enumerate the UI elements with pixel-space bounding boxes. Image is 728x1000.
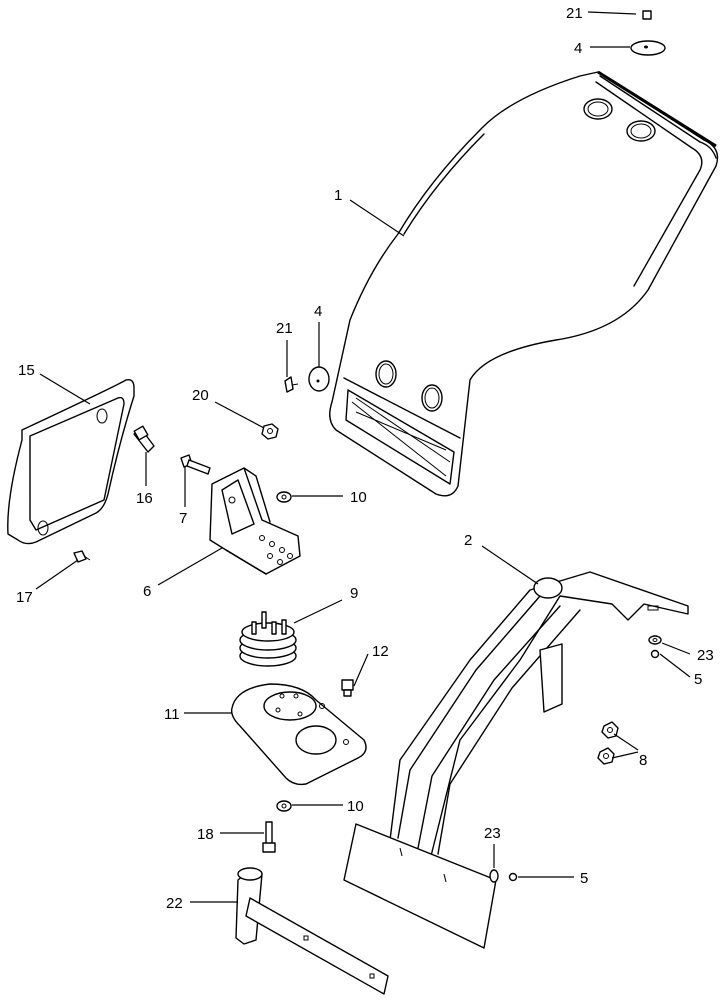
callout-20: 20: [192, 387, 209, 404]
callout-17: 17: [16, 589, 33, 606]
callout-9: 9: [350, 585, 358, 602]
fender-part-1: [329, 70, 719, 497]
bracket-part-6: [209, 467, 301, 575]
callout-10-lower: 10: [347, 798, 364, 815]
cap-part-4-top: [630, 40, 666, 56]
nut-part-20: [261, 423, 279, 440]
callout-4-middle: 4: [314, 303, 322, 320]
cap-part-4-middle: [308, 366, 330, 392]
callout-8: 8: [639, 752, 647, 769]
bolt-part-12: [341, 679, 354, 697]
callout-21-top: 21: [566, 5, 583, 22]
nut-part-5-lower: [508, 872, 518, 882]
callout-15: 15: [18, 362, 35, 379]
callout-23-lower: 23: [484, 825, 501, 842]
callout-22: 22: [166, 895, 183, 912]
nut-part-5-upper: [650, 649, 660, 659]
callout-5-lower: 5: [580, 870, 588, 887]
support-arm-part-22: [235, 867, 389, 995]
callout-7: 7: [179, 510, 187, 527]
nut-part-10-upper: [276, 491, 292, 503]
callout-2: 2: [464, 532, 472, 549]
bolt-part-7: [180, 454, 211, 475]
nuts-part-8: [597, 721, 619, 765]
bolt-part-16: [133, 425, 155, 453]
fender-bracket-part-2: [343, 571, 689, 949]
callout-18: 18: [197, 826, 214, 843]
callout-4-top: 4: [574, 40, 582, 57]
bolt-part-18: [262, 821, 276, 853]
callout-5-upper: 5: [694, 671, 702, 688]
washer-part-23-upper: [648, 635, 662, 645]
callout-1: 1: [334, 187, 342, 204]
isolator-part-9: [239, 611, 297, 667]
callout-6: 6: [143, 583, 151, 600]
callout-21-middle: 21: [276, 320, 293, 337]
side-panel-part-15: [7, 378, 135, 545]
callout-23-upper: 23: [697, 647, 714, 664]
mount-plate-part-11: [230, 683, 367, 786]
callout-10-upper: 10: [350, 489, 367, 506]
leader-lines: [35, 11, 691, 903]
nut-part-10-lower: [276, 800, 292, 812]
callout-16: 16: [136, 490, 153, 507]
callout-labels: 21 4 1 4 21 15 20 16 7 10 17 6 2 9 23 5 …: [16, 5, 714, 912]
screw-part-21-middle: [284, 376, 299, 393]
screw-part-21-top: [642, 10, 652, 20]
callout-12: 12: [372, 643, 389, 660]
washer-part-23-lower: [489, 869, 499, 883]
screw-part-17: [73, 550, 91, 563]
callout-11: 11: [164, 706, 180, 723]
